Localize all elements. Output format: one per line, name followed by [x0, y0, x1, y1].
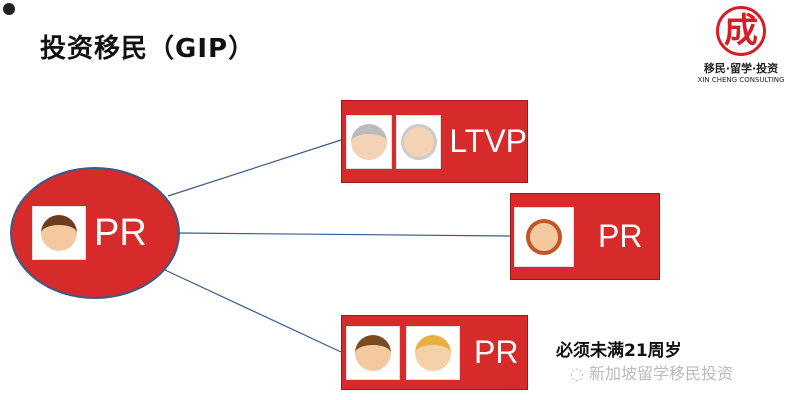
wechat-icon: ◌ [570, 364, 590, 383]
connector-line [179, 232, 511, 237]
company-logo: 成 移民·留学·投资 XIN CHENG CONSULTING [688, 6, 794, 86]
main-node-label: PR [94, 211, 147, 254]
main-node-pr: PR [10, 167, 180, 299]
connector-line [164, 269, 342, 353]
girl-avatar-icon [346, 325, 400, 380]
grandmother-avatar-icon [346, 114, 392, 169]
bullet-dot [3, 3, 15, 15]
watermark: ◌ 新加坡留学移民投资 [570, 360, 733, 384]
woman-avatar-icon [514, 206, 574, 267]
branch-label: PR [474, 334, 519, 370]
logo-seal: 成 [716, 6, 766, 56]
branch-pr-spouse: PR [510, 193, 660, 280]
logo-subtext: XIN CHENG CONSULTING [697, 76, 785, 84]
child-avatar-icon [406, 325, 460, 380]
branch-ltvp: LTVP [341, 100, 528, 183]
grandfather-avatar-icon [395, 114, 442, 169]
branch-pr-children: PR [341, 315, 528, 390]
age-note: 必须未满21周岁 [556, 341, 682, 361]
page-title: 投资移民（GIP） [40, 34, 256, 64]
branch-label: LTVP [449, 123, 527, 159]
connector-line [167, 139, 342, 197]
branch-label: PR [598, 218, 643, 254]
boy-avatar-icon [32, 206, 86, 260]
watermark-text: 新加坡留学移民投资 [589, 364, 734, 383]
logo-text: 移民·留学·投资 [703, 62, 779, 75]
